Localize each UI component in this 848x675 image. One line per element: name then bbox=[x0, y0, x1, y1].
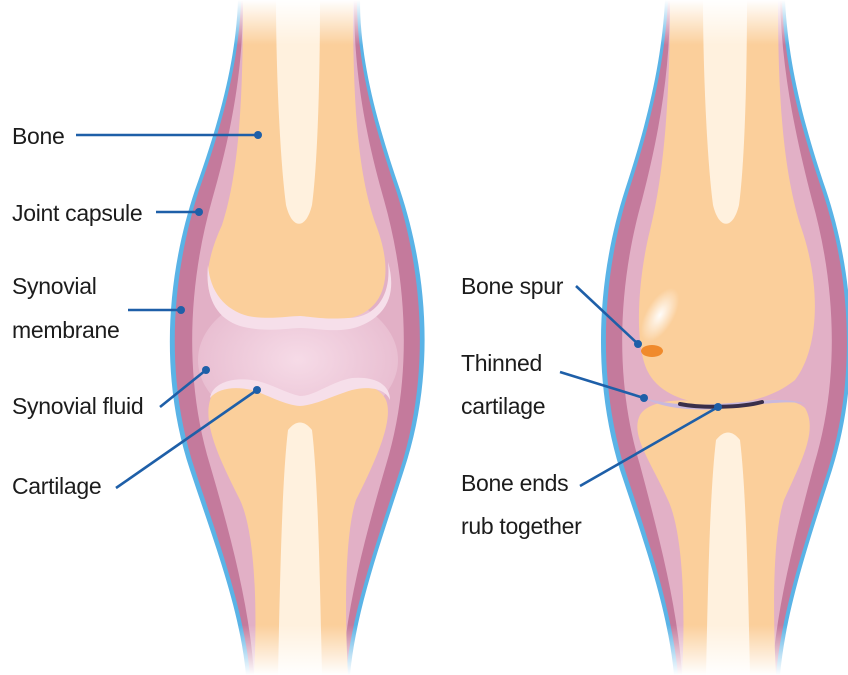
label-bone-ends-1: Bone ends bbox=[461, 470, 568, 496]
leader-synovial-fluid-dot bbox=[202, 366, 210, 374]
label-synovial-membrane-1: Synovial bbox=[12, 273, 97, 299]
label-synovial-fluid: Synovial fluid bbox=[12, 393, 143, 419]
leader-thinned-cartilage-dot bbox=[640, 394, 648, 402]
leader-synovial-membrane-dot bbox=[177, 306, 185, 314]
label-bone: Bone bbox=[12, 123, 65, 149]
leader-cartilage-dot bbox=[253, 386, 261, 394]
bottom-fade bbox=[200, 625, 400, 675]
label-bone-spur: Bone spur bbox=[461, 273, 564, 299]
label-bone-ends-2: rub together bbox=[461, 513, 582, 539]
label-joint-capsule: Joint capsule bbox=[12, 200, 142, 226]
label-thinned-cartilage-1: Thinned bbox=[461, 350, 542, 376]
osteoarthritic-joint bbox=[601, 0, 848, 675]
oa-bottom-fade bbox=[620, 625, 840, 675]
label-synovial-membrane-2: membrane bbox=[12, 317, 120, 343]
leader-joint-capsule-dot bbox=[195, 208, 203, 216]
healthy-joint bbox=[170, 0, 425, 675]
top-fade bbox=[200, 0, 400, 45]
leader-bone-ends-dot bbox=[714, 403, 722, 411]
label-cartilage: Cartilage bbox=[12, 473, 101, 499]
leader-bone-dot bbox=[254, 131, 262, 139]
label-thinned-cartilage-2: cartilage bbox=[461, 393, 545, 419]
bone-spur bbox=[641, 345, 663, 357]
oa-top-fade bbox=[620, 0, 840, 45]
leader-bone-spur-dot bbox=[634, 340, 642, 348]
